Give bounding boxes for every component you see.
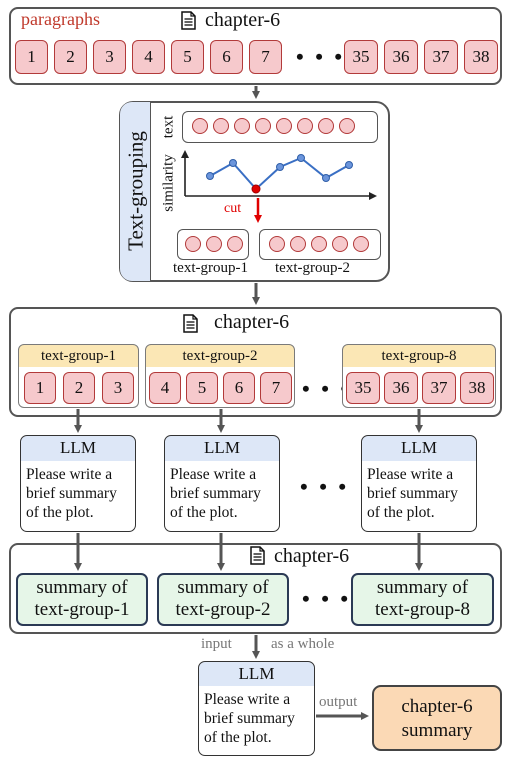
paragraph-box: 38 bbox=[460, 372, 494, 404]
paragraph-box: 1 bbox=[15, 40, 48, 74]
llm-prompt: Please write a brief summary of the plot… bbox=[361, 461, 477, 532]
text-sequence-box bbox=[182, 111, 378, 143]
output-label: output bbox=[319, 694, 358, 710]
paragraph-box: 35 bbox=[346, 372, 380, 404]
cut-label: cut bbox=[224, 201, 242, 216]
summary-box: summary of text-group-2 bbox=[157, 573, 289, 626]
llm-header: LLM bbox=[164, 435, 280, 462]
text-circle bbox=[296, 118, 313, 134]
paragraph-box: 3 bbox=[93, 40, 126, 74]
paragraph-box: 1 bbox=[24, 372, 56, 404]
llm-header: LLM bbox=[20, 435, 136, 462]
text-circle bbox=[352, 236, 369, 252]
paragraph-box: 2 bbox=[63, 372, 95, 404]
as-a-whole-label: as a whole bbox=[271, 636, 335, 652]
document-icon bbox=[181, 11, 196, 30]
similarity-series bbox=[206, 154, 353, 194]
document-icon bbox=[250, 546, 265, 565]
cut-point bbox=[251, 184, 261, 194]
input-label: input bbox=[201, 636, 232, 652]
text-circle bbox=[212, 118, 229, 134]
text-circle bbox=[268, 236, 285, 252]
paragraph-box: 36 bbox=[384, 372, 418, 404]
paragraph-box: 5 bbox=[186, 372, 218, 404]
similarity-point bbox=[297, 154, 305, 162]
paragraph-box: 7 bbox=[260, 372, 292, 404]
text-group-2-box bbox=[259, 229, 381, 260]
text-circle bbox=[317, 118, 334, 134]
paragraph-box: 7 bbox=[249, 40, 282, 74]
similarity-point bbox=[229, 159, 237, 167]
text-circle bbox=[289, 236, 306, 252]
similarity-point bbox=[322, 174, 330, 182]
paragraph-box: 4 bbox=[132, 40, 165, 74]
middle-chapter-label: chapter-6 bbox=[214, 311, 290, 333]
paragraph-box: 38 bbox=[464, 40, 498, 74]
paragraph-box: 5 bbox=[171, 40, 204, 74]
text-grouping-title-bar bbox=[120, 102, 151, 281]
final-llm-prompt: Please write a brief summary of the plot… bbox=[198, 686, 315, 756]
final-llm-header: LLM bbox=[198, 661, 315, 687]
paragraph-box: 3 bbox=[102, 372, 134, 404]
paragraph-box: 37 bbox=[424, 40, 458, 74]
middle-ellipsis: • • • bbox=[302, 376, 352, 401]
text-circle bbox=[331, 236, 348, 252]
document-icon bbox=[183, 314, 198, 333]
paragraphs-label: paragraphs bbox=[21, 9, 100, 29]
paragraph-box: 6 bbox=[223, 372, 255, 404]
paragraph-box: 2 bbox=[54, 40, 87, 74]
summaries-chapter-label: chapter-6 bbox=[274, 545, 350, 567]
summary-ellipsis: • • • bbox=[302, 586, 352, 611]
llm-header: LLM bbox=[361, 435, 477, 462]
paragraph-box: 35 bbox=[344, 40, 378, 74]
llm-ellipsis: • • • bbox=[300, 474, 350, 499]
summary-box: summary of text-group-8 bbox=[351, 573, 494, 626]
group-header: text-group-1 bbox=[18, 344, 139, 368]
top-ellipsis: • • • bbox=[296, 44, 346, 69]
text-circle bbox=[184, 236, 201, 252]
summary-box: summary of text-group-1 bbox=[16, 573, 148, 626]
text-circle bbox=[226, 236, 243, 252]
paragraph-box: 36 bbox=[384, 40, 418, 74]
chapter-summary-result: chapter-6 summary bbox=[372, 685, 502, 751]
paragraph-box: 6 bbox=[210, 40, 243, 74]
top-chapter-label: chapter-6 bbox=[205, 9, 281, 31]
similarity-point bbox=[206, 172, 214, 180]
llm-prompt: Please write a brief summary of the plot… bbox=[20, 461, 136, 532]
group-header: text-group-2 bbox=[145, 344, 295, 368]
paragraph-box: 4 bbox=[149, 372, 181, 404]
text-circle bbox=[233, 118, 250, 134]
paragraph-box: 37 bbox=[422, 372, 456, 404]
text-circle bbox=[275, 118, 292, 134]
text-group-1-box bbox=[177, 229, 249, 260]
similarity-point bbox=[345, 161, 353, 169]
text-circle bbox=[191, 118, 208, 134]
text-circle bbox=[254, 118, 271, 134]
llm-prompt: Please write a brief summary of the plot… bbox=[164, 461, 280, 532]
group-header: text-group-8 bbox=[342, 344, 496, 368]
text-circle bbox=[205, 236, 222, 252]
text-group-2-label: text-group-2 bbox=[275, 260, 350, 276]
text-circle bbox=[310, 236, 327, 252]
text-group-1-label: text-group-1 bbox=[173, 260, 248, 276]
text-circle bbox=[338, 118, 355, 134]
similarity-point bbox=[276, 163, 284, 171]
